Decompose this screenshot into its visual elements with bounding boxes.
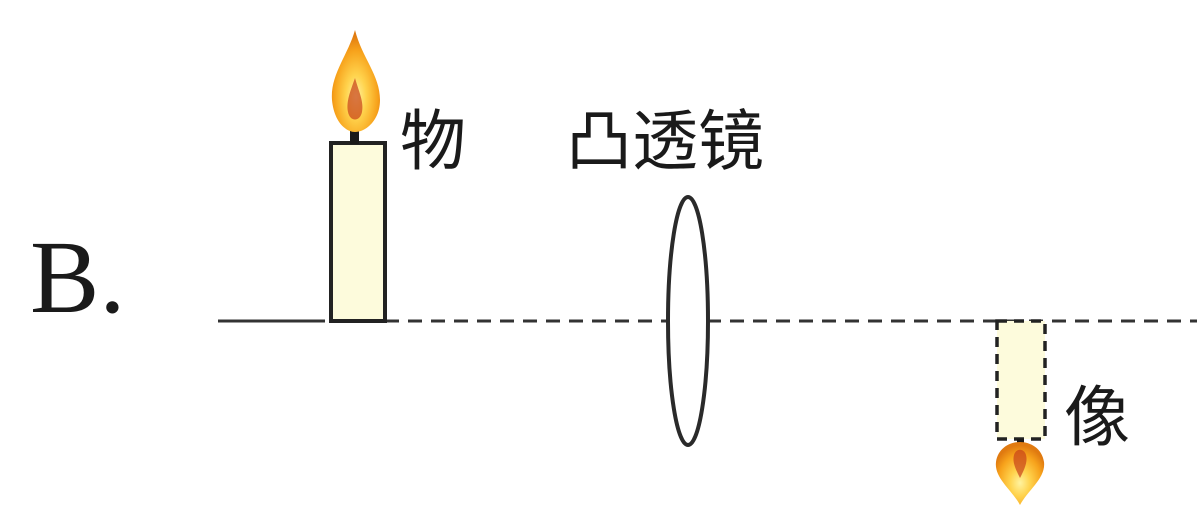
candle-body xyxy=(329,141,387,323)
candle-flame xyxy=(331,30,380,132)
convex-lens xyxy=(666,195,710,447)
flame-core xyxy=(347,78,363,120)
image-candle-body xyxy=(995,319,1047,441)
image-flame-core xyxy=(1013,449,1027,478)
option-label: B. xyxy=(30,220,125,335)
candle-wick xyxy=(350,120,359,144)
image-label: 像 xyxy=(1064,379,1130,456)
lens-label: 凸透镜 xyxy=(566,103,764,180)
object-candle xyxy=(329,30,387,323)
object-label: 物 xyxy=(400,103,466,180)
image-candle xyxy=(995,319,1047,505)
